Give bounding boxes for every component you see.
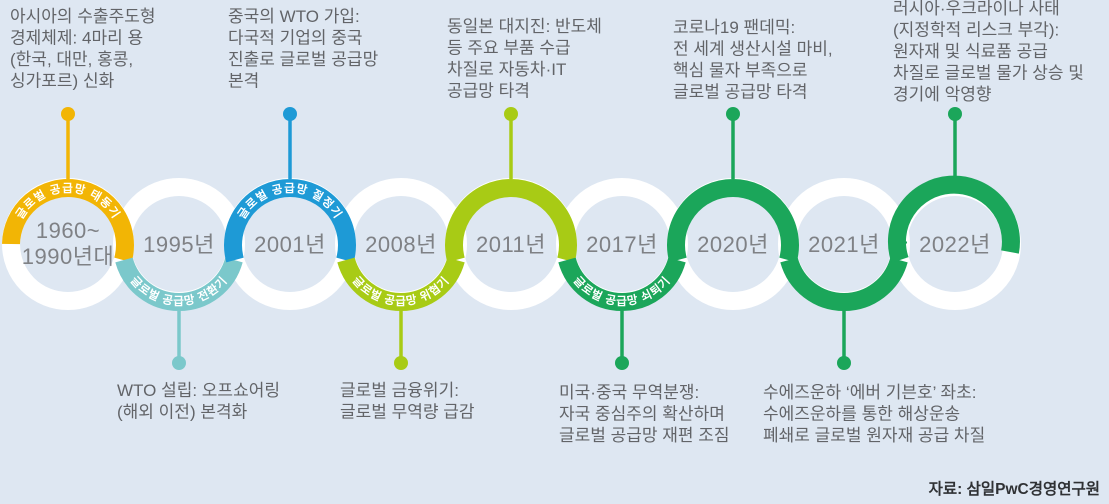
arc-top-2020: [667, 179, 799, 263]
annotation-line: 차질로 글로벌 물가 상승 및: [893, 64, 1084, 83]
annotation-line: 수에즈운하를 통한 해상운송: [763, 405, 960, 424]
annotation-line: 폐쇄로 글로벌 원자재 공급 차질: [763, 426, 985, 445]
arc-bottom-1995: [115, 257, 243, 312]
year-2021: 2021년: [808, 232, 880, 257]
arc-top-2022: [887, 175, 1020, 263]
annotation-bottom-2017: 미국·중국 무역분쟁: 자국 중심주의 확산하며 글로벌 공급망 재편 조짐: [559, 383, 730, 445]
annotation-line: 글로벌 금융위기:: [340, 381, 459, 400]
year-1995: 1995년: [143, 232, 215, 257]
annotation-line: 글로벌 공급망 재편 조짐: [559, 426, 730, 445]
annotation-top-2020: 코로나19 팬데믹: 전 세계 생산시설 마비, 핵심 물자 부족으로 글로벌 …: [673, 18, 833, 102]
dot-top-1960s: [61, 107, 75, 121]
annotation-bottom-2021: 수에즈운하 ‘에버 기븐호’ 좌초: 수에즈운하를 통한 해상운송 폐쇄로 글로…: [763, 383, 985, 445]
wave-arcs: [2, 175, 1020, 312]
dot-top-2020: [726, 107, 740, 121]
arc-top-1960s: [2, 179, 134, 263]
annotation-line: 글로벌 공급망 타격: [673, 83, 808, 102]
annotation-line: 동일본 대지진: 반도체: [447, 17, 602, 36]
year-2020: 2020년: [697, 232, 769, 257]
annotation-top-2011: 동일본 대지진: 반도체 등 주요 부품 수급 차질로 자동차·IT 공급망 타…: [447, 17, 602, 101]
arc-bottom-2021: [780, 257, 908, 312]
annotation-top-2022: 러시아·우크라이나 사태 (지정학적 리스크 부각): 원자재 및 식료품 공급…: [893, 0, 1084, 104]
dot-bottom-2021: [837, 356, 851, 370]
annotation-line: 다국적 기업의 중국: [228, 29, 363, 48]
dot-bottom-1995: [172, 356, 186, 370]
arc-bottom-2017: [558, 257, 686, 312]
dot-top-2011: [504, 107, 518, 121]
annotation-top-2001: 중국의 WTO 가입: 다국적 기업의 중국 진출로 글로벌 공급망 본격: [228, 7, 379, 91]
dot-bottom-2017: [615, 356, 629, 370]
annotation-line: 코로나19 팬데믹:: [673, 18, 795, 37]
annotation-line: 등 주요 부품 수급: [447, 39, 571, 58]
arc-top-2011: [445, 179, 577, 263]
annotation-line: WTO 설립: 오프쇼어링: [117, 381, 280, 400]
top-markers: [61, 107, 962, 179]
annotation-top-1960s: 아시아의 수출주도형 경제체제: 4마리 용 (한국, 대만, 홍콩, 싱가포르…: [10, 7, 155, 91]
year-2011: 2011년: [476, 232, 546, 257]
source-note: 자료: 삼일PwC경영연구원: [929, 480, 1100, 498]
dot-top-2001: [283, 107, 297, 121]
annotation-line: 원자재 및 식료품 공급: [893, 42, 1048, 61]
annotation-line: (해외 이전) 본격화: [117, 403, 248, 422]
dot-top-2022: [948, 107, 962, 121]
year-1960s-line1: 1960~: [36, 218, 100, 243]
annotation-line: (한국, 대만, 홍콩,: [10, 50, 133, 69]
year-2001: 2001년: [254, 232, 326, 257]
year-2022: 2022년: [919, 232, 991, 257]
annotation-line: 본격: [228, 72, 259, 91]
annotation-line: 전 세계 생산시설 마비,: [673, 40, 833, 59]
arc-bottom-2008: [337, 257, 465, 312]
annotation-line: 중국의 WTO 가입:: [228, 7, 360, 26]
annotation-line: 차질로 자동차·IT: [447, 60, 566, 79]
annotation-line: 자국 중심주의 확산하며: [559, 405, 725, 424]
annotation-line: 핵심 물자 부족으로: [673, 61, 808, 80]
year-2017: 2017년: [586, 232, 658, 257]
annotation-line: 글로벌 무역량 급감: [340, 403, 475, 422]
annotation-bottom-1995: WTO 설립: 오프쇼어링 (해외 이전) 본격화: [117, 381, 280, 422]
arc-top-2001: [224, 179, 356, 263]
annotation-bottom-2008: 글로벌 금융위기: 글로벌 무역량 급감: [340, 381, 475, 422]
annotation-line: 경기에 악영향: [893, 85, 992, 104]
annotation-line: 싱가포르) 신화: [10, 72, 115, 91]
bottom-markers: [172, 309, 851, 370]
annotation-line: (지정학적 리스크 부각):: [893, 21, 1059, 40]
year-labels: 1960~ 1990년대 1995년 2001년 2008년 2011년 201…: [22, 218, 991, 269]
annotation-line: 미국·중국 무역분쟁:: [559, 383, 699, 402]
annotation-line: 수에즈운하 ‘에버 기븐호’ 좌초:: [763, 383, 977, 402]
annotation-line: 아시아의 수출주도형: [10, 7, 155, 26]
dot-bottom-2008: [394, 356, 408, 370]
annotation-line: 경제체제: 4마리 용: [10, 29, 143, 48]
year-1960s-line2: 1990년대: [22, 244, 114, 269]
year-2008: 2008년: [365, 232, 437, 257]
annotation-line: 진출로 글로벌 공급망: [228, 50, 379, 69]
annotation-line: 공급망 타격: [447, 82, 530, 101]
annotation-line: 러시아·우크라이나 사태: [893, 0, 1060, 18]
